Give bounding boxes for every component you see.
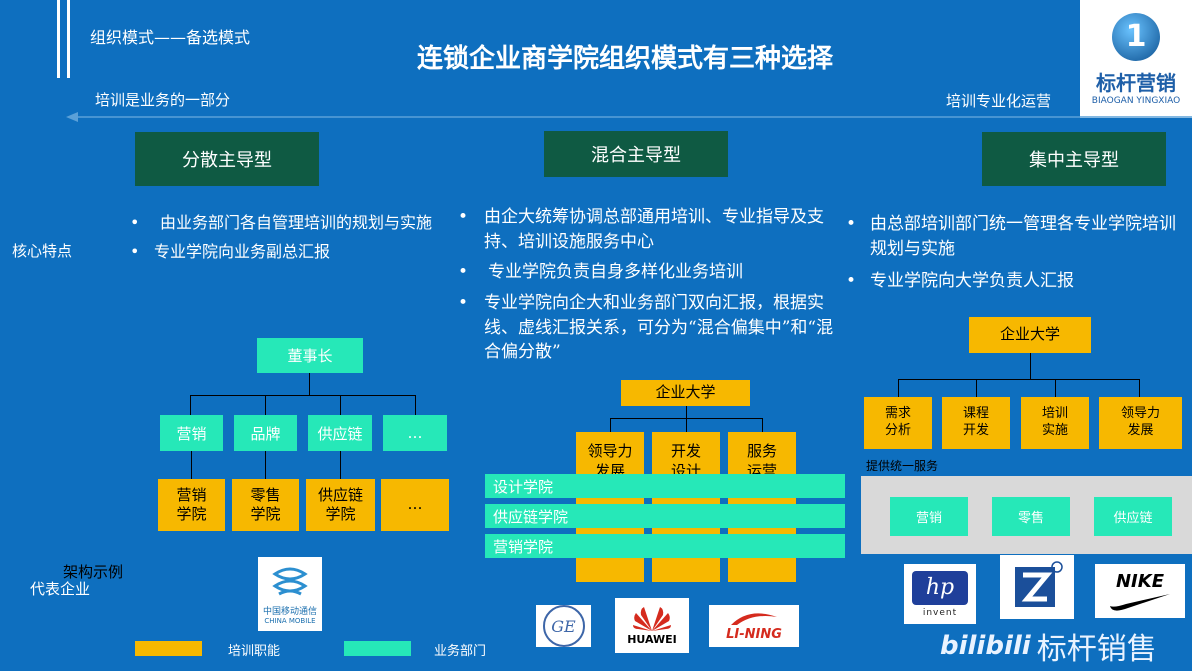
- connector: [1055, 379, 1056, 397]
- dept-more: …: [383, 415, 447, 451]
- bullet-item: •专业学院负责自身多样化业务培训: [458, 262, 743, 283]
- academy-supply-chain: 供应链 学院: [306, 479, 375, 531]
- connector: [762, 418, 763, 432]
- academy-marketing: 营销 学院: [158, 479, 225, 531]
- brand-shield-icon: [1015, 561, 1063, 607]
- dept-marketing: 营销: [160, 415, 223, 451]
- academy-more: …: [381, 479, 449, 531]
- function-leadership-right: 领导力 发展: [1099, 397, 1182, 449]
- subtitle: 组织模式——备选模式: [90, 28, 251, 47]
- connector: [309, 373, 310, 395]
- brand-pinyin: BIAOGAN YINGXIAO: [1091, 95, 1181, 106]
- legend-swatch-business: [344, 641, 411, 656]
- china-mobile-en: CHINA MOBILE: [264, 616, 316, 625]
- connector: [1030, 353, 1031, 379]
- chairman-box: 董事长: [257, 338, 363, 373]
- accent-bar: [57, 0, 60, 78]
- connector: [610, 418, 611, 432]
- connector: [265, 451, 266, 479]
- bar-supply-chain-academy: 供应链学院: [485, 504, 845, 528]
- bullet-item: •由业务部门各自管理培训的规划与实施: [130, 213, 433, 232]
- bullet-list-centralized: •由总部培训部门统一管理各专业学院培训规划与实施 •专业学院向大学负责人汇报: [846, 212, 1192, 294]
- connector: [686, 418, 687, 432]
- bar-design-academy: 设计学院: [485, 474, 845, 498]
- legend-swatch-training: [135, 641, 202, 656]
- bar-marketing-academy: 营销学院: [485, 534, 845, 558]
- function-course-dev: 课程 开发: [942, 397, 1010, 449]
- bullet-item: •由总部培训部门统一管理各专业学院培训规划与实施: [846, 214, 1176, 259]
- dept-supply-chain: 供应链: [308, 415, 372, 451]
- dept-retail-right: 零售: [992, 497, 1070, 536]
- hp-logo: hp invent: [904, 564, 976, 624]
- hp-invent-text: invent: [922, 607, 958, 618]
- connector: [686, 406, 687, 418]
- bullet-item: •专业学院向企大和业务部门双向汇报，根据实线、虚线汇报关系，可分为“混合偏集中”…: [458, 292, 834, 363]
- legend-label-business: 业务部门: [434, 644, 487, 659]
- dept-supply-chain-right: 供应链: [1094, 497, 1172, 536]
- bullet-item: •专业学院向大学负责人汇报: [846, 271, 1074, 292]
- lining-icon: [731, 612, 777, 625]
- ge-logo: GE: [536, 605, 591, 647]
- brand-logo: 1 标杆营销 BIAOGAN YINGXIAO: [1080, 0, 1192, 118]
- connector: [898, 379, 1140, 380]
- connector: [191, 451, 192, 479]
- model-centralized: 集中主导型: [982, 132, 1166, 186]
- connector: [265, 395, 266, 415]
- bullet-list-hybrid: •由企大统筹协调总部通用培训、专业指导及支持、培训设施服务中心 •专业学院负责自…: [458, 205, 836, 365]
- watermark-text: 标杆销售: [1036, 632, 1157, 667]
- nike-text: NIKE: [1115, 570, 1164, 592]
- china-mobile-cn: 中国移动通信: [262, 606, 317, 617]
- china-mobile-icon: [272, 567, 308, 595]
- ge-mark: GE: [542, 605, 585, 647]
- model-hybrid: 混合主导型: [544, 131, 728, 177]
- accent-bar: [67, 0, 70, 78]
- lining-text: LI-NING: [726, 626, 782, 642]
- huawei-text: HUAWEI: [627, 633, 677, 646]
- dept-marketing-right: 营销: [890, 497, 968, 536]
- connector: [976, 379, 977, 397]
- huawei-icon: [633, 607, 671, 631]
- service-note: 提供统一服务: [866, 459, 939, 473]
- connector: [190, 395, 416, 396]
- function-training-delivery: 培训 实施: [1021, 397, 1089, 449]
- right-caption: 培训专业化运营: [946, 92, 1052, 110]
- bullet-item: •由企大统筹协调总部通用培训、专业指导及支持、培训设施服务中心: [458, 207, 824, 252]
- connector: [1139, 379, 1140, 397]
- spectrum-arrow: [66, 112, 1192, 122]
- core-features-label: 核心特点: [12, 242, 73, 260]
- legend-label-training: 培训职能: [228, 644, 281, 659]
- connector: [898, 379, 899, 397]
- nike-logo: NIKE: [1095, 564, 1185, 618]
- hp-mark: hp: [912, 570, 968, 605]
- connector: [415, 395, 416, 415]
- bullet-list-decentralized: •由业务部门各自管理培训的规划与实施 •专业学院向业务副总汇报: [130, 211, 470, 263]
- china-mobile-logo: 中国移动通信 CHINA MOBILE: [258, 557, 322, 631]
- function-needs-analysis: 需求 分析: [864, 397, 932, 449]
- corporate-university-box-right: 企业大学: [969, 317, 1091, 353]
- page-title: 连锁企业商学院组织模式有三种选择: [416, 44, 833, 74]
- hailan-logo: [1000, 555, 1074, 619]
- left-caption: 培训是业务的一部分: [95, 91, 231, 109]
- model-decentralized: 分散主导型: [135, 132, 319, 186]
- connector: [340, 451, 341, 479]
- bullet-item: •专业学院向业务副总汇报: [130, 242, 331, 262]
- huawei-logo: HUAWEI: [615, 598, 689, 653]
- lining-logo: LI-NING: [709, 605, 799, 647]
- brand-name: 标杆营销: [1096, 70, 1176, 95]
- watermark: bilibili 标杆销售: [940, 624, 1157, 668]
- representative-label: 代表企业: [30, 580, 91, 598]
- bilibili-logo: bilibili: [940, 631, 1031, 661]
- connector: [190, 395, 191, 415]
- dept-brand: 品牌: [234, 415, 297, 451]
- brand-mark: 1: [1112, 12, 1160, 61]
- swoosh-icon: [1110, 593, 1170, 611]
- academy-retail: 零售 学院: [232, 479, 299, 531]
- corporate-university-box: 企业大学: [621, 380, 750, 406]
- connector: [340, 395, 341, 415]
- architecture-label: 架构示例: [63, 563, 124, 581]
